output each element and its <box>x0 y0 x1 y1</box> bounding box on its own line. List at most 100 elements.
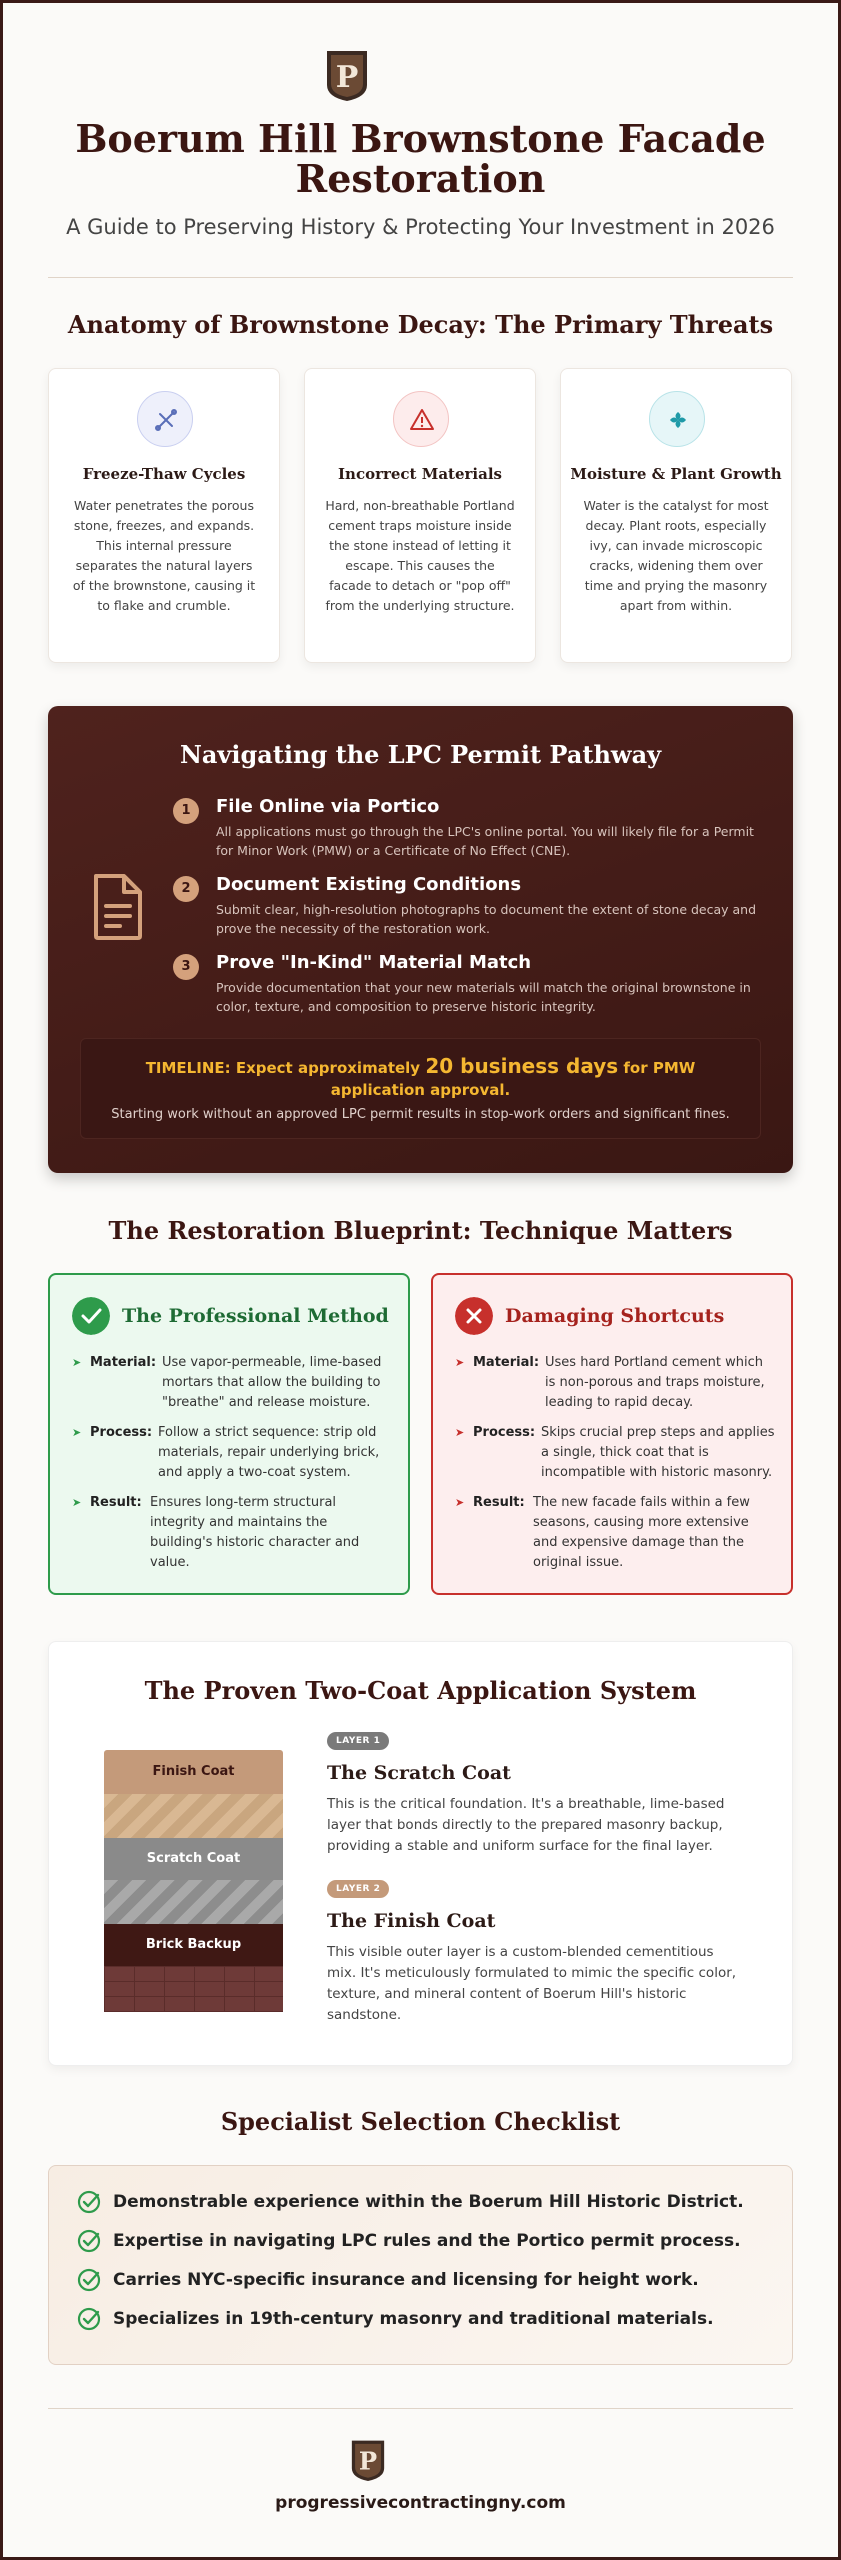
threat-card-freeze: Freeze-Thaw Cycles Water penetrates the … <box>48 368 280 663</box>
step-number: 1 <box>173 798 199 824</box>
damaging-shortcuts-card: Damaging Shortcuts ➤ Material: Uses hard… <box>431 1273 793 1595</box>
arrow-icon: ➤ <box>455 1496 465 1509</box>
page-title: Boerum Hill Brownstone Facade Restoratio… <box>75 116 766 201</box>
check-icon <box>77 2190 101 2214</box>
method-item: ➤ Material: Use vapor-permeable, lime-ba… <box>72 1353 392 1413</box>
checklist-text: Expertise in navigating LPC rules and th… <box>113 2231 741 2251</box>
threat-title: Incorrect Materials <box>338 465 502 483</box>
checklist-panel: Demonstrable experience within the Boeru… <box>48 2165 793 2365</box>
item-label: Material: <box>473 1355 540 1370</box>
step-text: All applications must go through the LPC… <box>216 824 754 858</box>
finish-coat-texture <box>104 1794 283 1838</box>
arrow-icon: ➤ <box>72 1356 82 1369</box>
finish-coat-label: Finish Coat <box>152 1764 235 1779</box>
layer-title: The Scratch Coat <box>327 1762 511 1784</box>
two-coat-panel: The Proven Two-Coat Application System F… <box>48 1641 793 2066</box>
step-number: 3 <box>173 954 199 980</box>
item-text: Ensures long-term structural integrity a… <box>150 1495 360 1570</box>
item-text: Use vapor-permeable, lime-based mortars … <box>162 1355 382 1410</box>
layer-title: The Finish Coat <box>327 1910 496 1932</box>
checklist-text: Carries NYC-specific insurance and licen… <box>113 2270 699 2290</box>
brick-backup-label: Brick Backup <box>145 1937 242 1952</box>
timeline-highlight: 20 business days <box>425 1054 619 1078</box>
item-text: Skips crucial prep steps and applies a s… <box>541 1425 775 1480</box>
item-text: Uses hard Portland cement which is non-p… <box>545 1355 765 1410</box>
method-title: Damaging Shortcuts <box>505 1305 725 1327</box>
item-label: Process: <box>473 1425 536 1440</box>
finish-coat-layer: Finish Coat <box>104 1750 283 1794</box>
layer-text: This visible outer layer is a custom-ble… <box>327 1944 737 2023</box>
timeline-headline: TIMELINE: Expect approximately 20 busine… <box>101 1055 740 1101</box>
footer-domain-link[interactable]: progressivecontractingny.com <box>275 2493 566 2513</box>
svg-text:P: P <box>336 60 359 95</box>
brick-backup-layer: Brick Backup <box>104 1924 283 1966</box>
two-coat-title: The Proven Two-Coat Application System <box>144 1676 697 1705</box>
brand-logo: P <box>327 51 367 101</box>
check-circle-icon <box>72 1297 110 1335</box>
threats-title: Anatomy of Brownstone Decay: The Primary… <box>67 310 774 339</box>
step-title: Prove "In-Kind" Material Match <box>216 952 532 973</box>
step-text: Provide documentation that your new mate… <box>216 980 751 1014</box>
footer-logo: P <box>351 2440 385 2481</box>
check-icon <box>77 2268 101 2292</box>
timeline-prefix: TIMELINE: Expect approximately <box>145 1059 421 1077</box>
timeline-note: Starting work without an approved LPC pe… <box>111 1107 730 1122</box>
method-item: ➤ Process: Skips crucial prep steps and … <box>455 1423 775 1483</box>
brick-pattern <box>104 1966 283 2012</box>
permit-panel: Navigating the LPC Permit Pathway 1 File… <box>48 706 793 1173</box>
arrow-icon: ➤ <box>455 1426 465 1439</box>
method-item: ➤ Process: Follow a strict sequence: str… <box>72 1423 392 1483</box>
threat-title: Moisture & Plant Growth <box>570 465 782 483</box>
step-title: File Online via Portico <box>216 796 440 817</box>
layer-2-description: LAYER 2 The Finish Coat This visible out… <box>327 1880 747 2040</box>
check-icon <box>77 2229 101 2253</box>
threat-card-materials: Incorrect Materials Hard, non-breathable… <box>304 368 536 663</box>
layer-text: This is the critical foundation. It's a … <box>327 1796 725 1854</box>
layer-pill: LAYER 1 <box>327 1732 390 1750</box>
professional-method-card: The Professional Method ➤ Material: Use … <box>48 1273 410 1595</box>
layer-diagram: Finish Coat Scratch Coat Brick Backup <box>104 1750 283 2012</box>
footer-divider <box>48 2408 793 2409</box>
x-circle-icon <box>455 1297 493 1335</box>
method-item: ➤ Result: The new facade fails within a … <box>455 1493 775 1573</box>
item-label: Material: <box>90 1355 157 1370</box>
threat-card-moisture: Moisture & Plant Growth Water is the cat… <box>560 368 792 663</box>
document-icon <box>94 874 142 940</box>
check-icon <box>77 2307 101 2331</box>
layer-pill: LAYER 2 <box>327 1880 390 1898</box>
item-label: Result: <box>473 1495 525 1510</box>
item-text: The new facade fails within a few season… <box>533 1495 750 1570</box>
divider <box>48 277 793 278</box>
step-title: Document Existing Conditions <box>216 874 522 895</box>
scratch-coat-layer: Scratch Coat <box>104 1838 283 1880</box>
blueprint-title: The Restoration Blueprint: Technique Mat… <box>108 1216 733 1245</box>
plant-icon <box>649 391 705 447</box>
timeline-suffix: for PMW application approval. <box>330 1059 696 1099</box>
scratch-coat-texture <box>104 1880 283 1924</box>
checklist-text: Specializes in 19th-century masonry and … <box>113 2309 714 2329</box>
threat-text: Hard, non-breathable Portland cement tra… <box>325 498 515 613</box>
method-title: The Professional Method <box>122 1305 389 1327</box>
permit-title: Navigating the LPC Permit Pathway <box>179 740 662 769</box>
arrow-icon: ➤ <box>455 1356 465 1369</box>
svg-text:P: P <box>359 2447 377 2476</box>
item-text: Follow a strict sequence: strip old mate… <box>158 1425 380 1480</box>
page-subtitle: A Guide to Preserving History & Protecti… <box>66 215 775 239</box>
step-number: 2 <box>173 876 199 902</box>
scratch-coat-label: Scratch Coat <box>146 1851 241 1866</box>
infographic-page: P Boerum Hill Brownstone Facade Restorat… <box>3 3 838 2557</box>
warning-icon <box>393 391 449 447</box>
method-item: ➤ Result: Ensures long-term structural i… <box>72 1493 392 1570</box>
item-label: Process: <box>90 1425 153 1440</box>
threat-title: Freeze-Thaw Cycles <box>82 465 246 483</box>
threat-text: Water penetrates the porous stone, freez… <box>72 498 256 613</box>
layer-1-description: LAYER 1 The Scratch Coat This is the cri… <box>327 1732 747 1872</box>
arrow-icon: ➤ <box>72 1496 82 1509</box>
snowflake-icon <box>137 391 193 447</box>
method-item: ➤ Material: Uses hard Portland cement wh… <box>455 1353 775 1413</box>
checklist-text: Demonstrable experience within the Boeru… <box>113 2192 744 2212</box>
threat-text: Water is the catalyst for most decay. Pl… <box>583 498 769 613</box>
item-label: Result: <box>90 1495 142 1510</box>
step-text: Submit clear, high-resolution photograph… <box>216 902 757 936</box>
checklist-title: Specialist Selection Checklist <box>220 2107 621 2136</box>
